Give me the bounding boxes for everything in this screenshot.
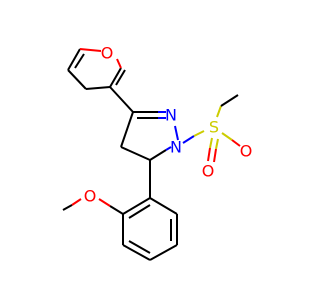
bond xyxy=(128,204,151,219)
bond xyxy=(221,132,233,141)
sulfur-label: S xyxy=(209,118,219,137)
bond xyxy=(207,147,211,162)
bond xyxy=(115,69,126,86)
bond xyxy=(109,67,122,88)
bond xyxy=(74,53,85,69)
bond xyxy=(213,148,217,163)
bond xyxy=(149,149,167,161)
bond xyxy=(116,58,122,69)
bond xyxy=(109,86,134,113)
bond xyxy=(174,125,179,141)
bond xyxy=(215,138,219,150)
methoxy-oxygen-label: O xyxy=(84,187,97,206)
sulfonyl-oxygen-right-label: O xyxy=(240,142,253,161)
bond xyxy=(120,146,151,161)
benzene-ring xyxy=(122,197,178,261)
furan-oxygen-label: O xyxy=(101,44,114,63)
bond xyxy=(165,146,172,151)
bond xyxy=(67,69,87,90)
bond xyxy=(79,48,102,52)
bond xyxy=(67,48,81,71)
bond xyxy=(98,198,111,207)
pyrazoline-ring xyxy=(120,111,179,161)
pyrazoline-n1-label: N xyxy=(170,138,182,157)
molecule-structure: O N N S O O O xyxy=(62,44,253,261)
bond xyxy=(120,111,134,148)
bond xyxy=(149,197,178,215)
bond xyxy=(149,244,178,261)
bond xyxy=(62,204,73,211)
bond xyxy=(231,139,241,147)
bond xyxy=(128,240,151,254)
bond xyxy=(182,135,195,144)
methylsulfonyl-group xyxy=(182,94,241,163)
bond xyxy=(122,244,151,261)
bond xyxy=(109,205,124,215)
pyrazoline-n2-label: N xyxy=(165,106,177,125)
furan-ring xyxy=(67,48,126,90)
bond xyxy=(216,105,222,118)
sulfonyl-oxygen-bottom-label: O xyxy=(202,162,215,181)
bond xyxy=(209,137,213,149)
bond xyxy=(193,130,205,137)
bond xyxy=(122,197,151,215)
bond xyxy=(71,198,82,206)
bond xyxy=(220,94,239,107)
methoxy-group xyxy=(62,198,124,215)
bond xyxy=(85,86,111,90)
